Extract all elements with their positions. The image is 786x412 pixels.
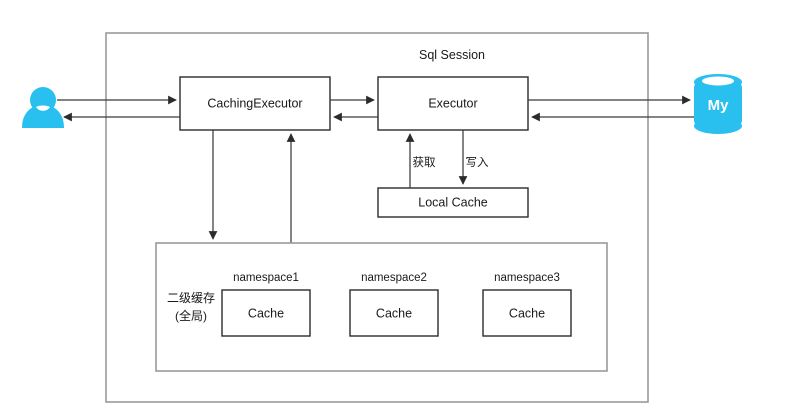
local-cache-box <box>377 187 529 218</box>
caching-executor-box <box>179 76 331 131</box>
user-icon <box>22 87 64 128</box>
namespace1-cache-label: Cache <box>248 306 284 320</box>
edge-label-write: 写入 <box>466 156 489 169</box>
second-level-cache-label-line2: (全局) <box>175 308 207 323</box>
local-cache-label: Local Cache <box>418 195 488 209</box>
executor-label: Executor <box>428 96 477 110</box>
caching-executor-label: CachingExecutor <box>207 96 302 110</box>
namespace1-label: namespace1 <box>233 272 299 284</box>
sql-session-title: Sql Session <box>419 48 485 62</box>
namespace3-cache-label: Cache <box>509 306 545 320</box>
namespace2-cache-box <box>349 289 439 337</box>
second-level-cache-label-line1: 二级缓存 <box>167 291 215 305</box>
namespace2-cache-label: Cache <box>376 306 412 320</box>
namespace2-label: namespace2 <box>361 272 427 284</box>
edge-label-fetch: 获取 <box>413 156 436 169</box>
mysql-label: My <box>708 97 729 114</box>
namespace1-cache-box <box>221 289 311 337</box>
namespace3-cache-box <box>482 289 572 337</box>
mysql-database-icon: My <box>694 74 742 134</box>
executor-box <box>377 76 529 131</box>
namespace3-label: namespace3 <box>494 272 560 284</box>
